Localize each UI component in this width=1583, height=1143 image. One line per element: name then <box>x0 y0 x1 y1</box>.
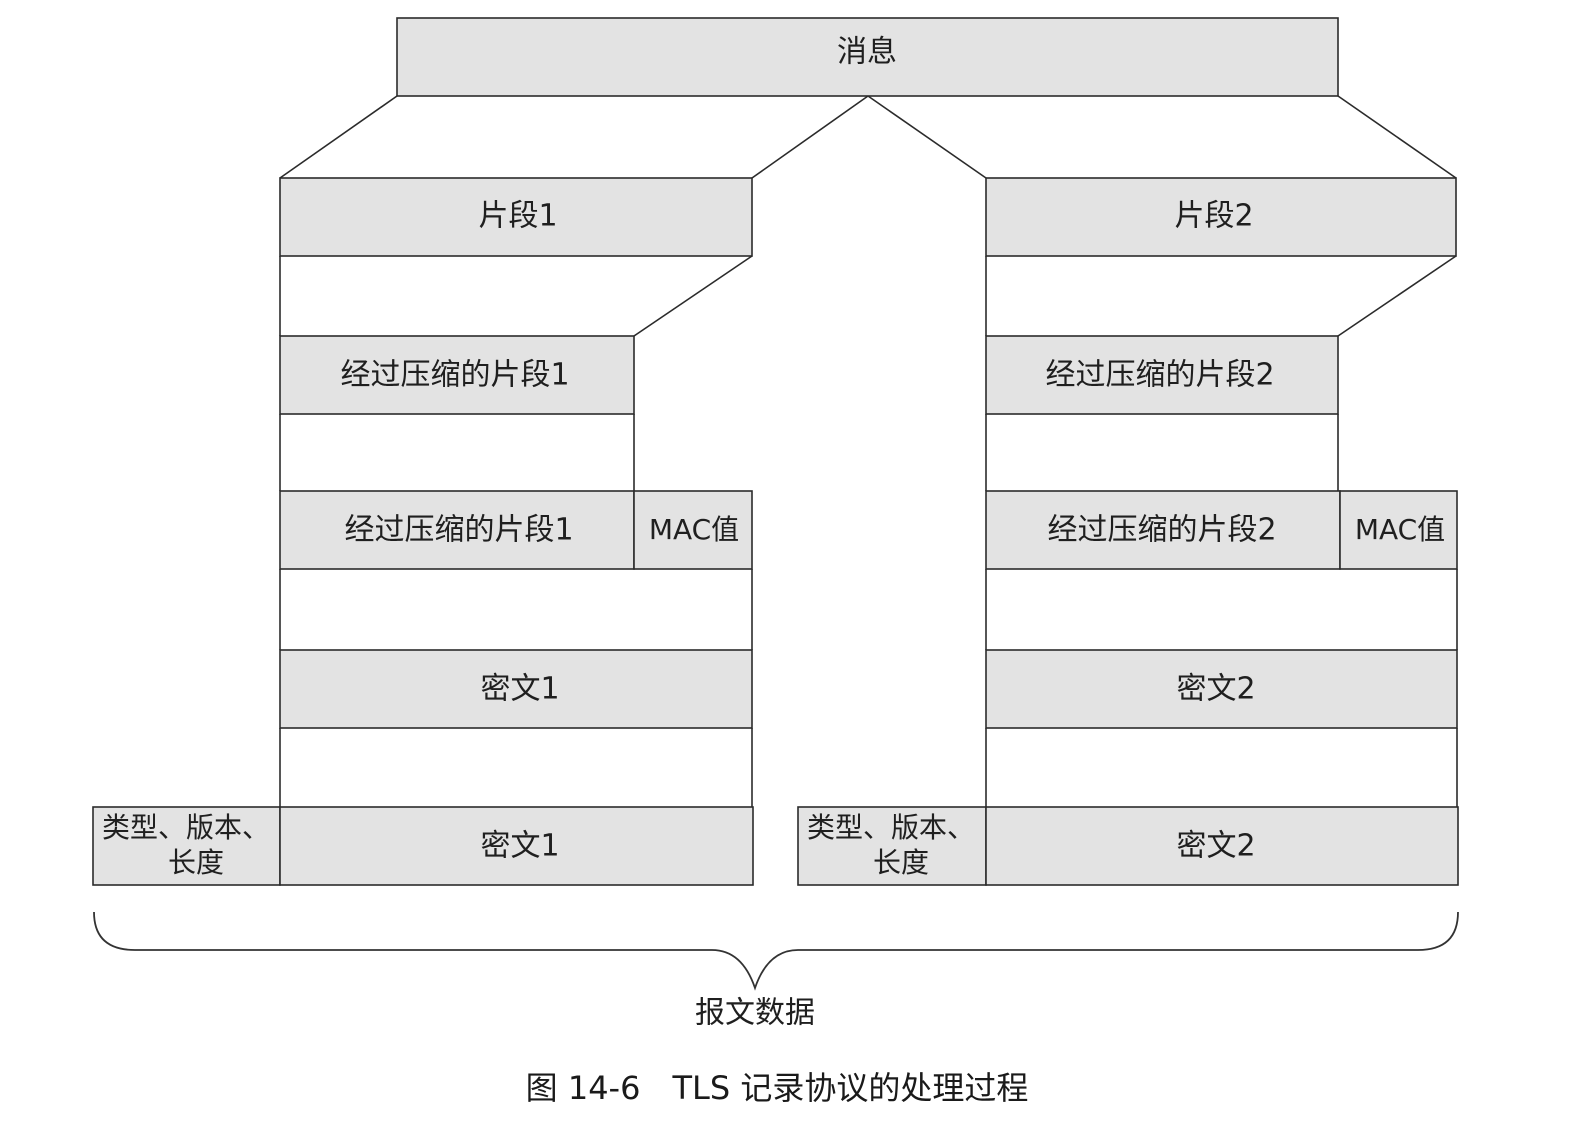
connector-message-left-inner <box>751 95 869 179</box>
right-fragment-box <box>985 177 1457 257</box>
left-record-header-line1: 类型、版本、 <box>102 811 270 844</box>
right-compressed-box <box>985 335 1339 415</box>
left-record-ciphertext-label: 密文1 <box>480 829 559 864</box>
message-label: 消息 <box>837 35 897 70</box>
right-record-ciphertext-label: 密文2 <box>1176 829 1255 864</box>
right-compressed-mac-data-box <box>985 490 1341 570</box>
left-compressed-mac-data-label: 经过压缩的片段1 <box>344 513 573 548</box>
left-record-ciphertext-box <box>279 806 754 886</box>
message-box <box>396 17 1339 97</box>
right-mac-label: MAC值 <box>1355 513 1445 546</box>
message-data-brace <box>93 911 1459 991</box>
right-compressed-label: 经过压缩的片段2 <box>1045 358 1274 393</box>
right-ciphertext-box <box>985 649 1458 729</box>
right-mac-box <box>1339 490 1458 570</box>
left-compressed-mac-data-box <box>279 490 635 570</box>
connector-message-left-outer <box>279 95 398 179</box>
left-compressed-label: 经过压缩的片段1 <box>340 358 569 393</box>
right-record-header-line1: 类型、版本、 <box>807 811 975 844</box>
left-mac-box <box>633 490 753 570</box>
right-connector-fragment-compressed-outer <box>1337 255 1457 337</box>
left-fragment-box <box>279 177 753 257</box>
left-record-header-line2: 长度 <box>168 846 224 879</box>
right-column: 片段2 经过压缩的片段2 经过压缩的片段2 MAC值 密文2 类型、版本、 长度… <box>797 177 1459 886</box>
right-record-ciphertext-box <box>985 806 1459 886</box>
left-ciphertext-box <box>279 649 753 729</box>
connector-message-right-outer <box>1337 95 1457 179</box>
left-mac-label: MAC值 <box>649 513 739 546</box>
connector-message-right-inner <box>867 95 987 179</box>
right-compressed-mac-data-label: 经过压缩的片段2 <box>1047 513 1276 548</box>
left-connector-fragment-compressed-inner <box>633 255 753 337</box>
figure-caption: 图 14-6 TLS 记录协议的处理过程 <box>526 1069 1029 1107</box>
right-fragment-label: 片段2 <box>1174 199 1253 234</box>
right-record-header-line2: 长度 <box>873 846 929 879</box>
left-compressed-box <box>279 335 635 415</box>
left-fragment-label: 片段1 <box>478 199 557 234</box>
left-ciphertext-label: 密文1 <box>480 672 559 707</box>
brace-label: 报文数据 <box>695 996 815 1031</box>
right-ciphertext-label: 密文2 <box>1176 672 1255 707</box>
left-column: 片段1 经过压缩的片段1 经过压缩的片段1 MAC值 密文1 类型、版本、 长度… <box>92 177 754 886</box>
right-record-header-box <box>797 806 987 886</box>
